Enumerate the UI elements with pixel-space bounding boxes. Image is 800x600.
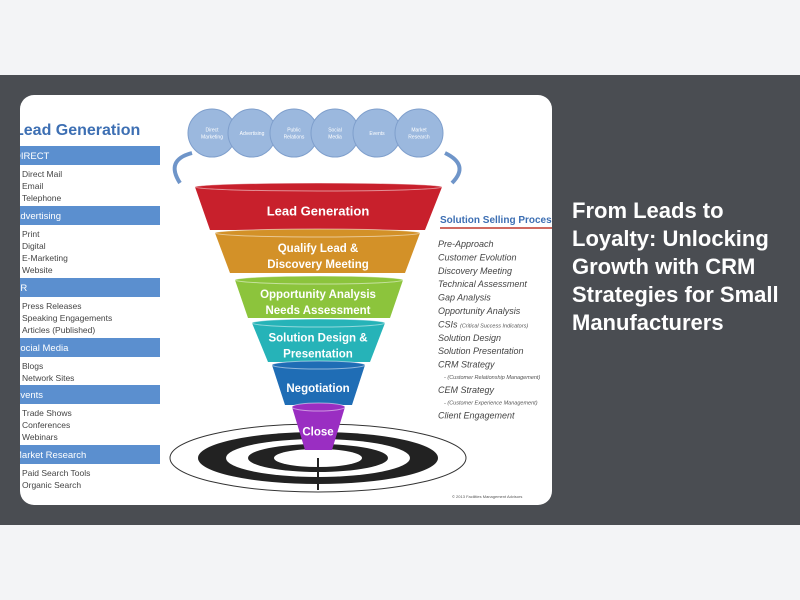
group-header-bar (20, 278, 160, 297)
group-item: Direct Mail (22, 169, 62, 179)
group-header-bar (20, 206, 160, 225)
funnel-label: Opportunity Analysis (260, 289, 376, 301)
process-item: Solution Presentation (438, 346, 524, 356)
process-item: Discovery Meeting (438, 266, 512, 276)
group-header-bar (20, 338, 160, 357)
funnel-layer (215, 233, 420, 273)
article-image: Lead GenerationDIRECTDirect MailEmailTel… (20, 95, 552, 505)
channel-label: Marketing (201, 135, 223, 141)
process-item: Gap Analysis (438, 293, 491, 303)
curve-arrow-right-icon (444, 151, 462, 185)
group-item: Speaking Engagements (22, 313, 112, 323)
group-header-bar (20, 146, 160, 165)
channel-label: Advertising (240, 131, 265, 137)
group-header: Market Research (20, 450, 86, 461)
group-header-bar (20, 445, 160, 464)
group-item: Email (22, 181, 43, 191)
funnel-layer-rim (251, 318, 386, 328)
channel-label: Research (408, 135, 430, 141)
group-header: PR (20, 283, 27, 294)
process-item: CEM Strategy (438, 385, 495, 395)
process-subitem: - (Customer Experience Management) (444, 400, 538, 406)
group-item: Organic Search (22, 480, 81, 490)
channel-label: Events (369, 131, 385, 137)
group-item: Digital (22, 241, 46, 251)
funnel-label: Close (302, 427, 333, 439)
group-item: Blogs (22, 361, 43, 371)
process-item: CRM Strategy (438, 360, 495, 370)
process-subitem: - (Customer Relationship Management) (444, 375, 540, 381)
channel-label: Relations (284, 135, 305, 141)
group-header: Social Media (20, 343, 69, 354)
funnel-layer (292, 407, 345, 450)
left-heading: Lead Generation (20, 122, 140, 139)
process-item: Opportunity Analysis (438, 306, 521, 316)
group-item: Trade Shows (22, 408, 72, 418)
copyright: © 2013 Facilities Management Advisors (452, 494, 522, 499)
group-item: Conferences (22, 420, 70, 430)
process-note: (Critical Success Indicators) (460, 323, 528, 329)
process-item: Customer Evolution (438, 252, 517, 262)
process-item: Client Engagement (438, 410, 515, 420)
channel-label: Direct (205, 128, 219, 134)
funnel-layer-rim (214, 228, 421, 238)
funnel-label: Needs Assessment (265, 305, 370, 317)
process-item: CSIs (438, 319, 458, 329)
process-item: Solution Design (438, 333, 501, 343)
funnel-label: Lead Generation (267, 204, 370, 219)
curve-arrow-left-icon (172, 151, 193, 185)
group-header: DIRECT (20, 151, 50, 162)
channel-circle (394, 108, 444, 158)
process-item: Pre-Approach (438, 239, 494, 249)
group-item: Press Releases (22, 301, 82, 311)
group-header: Advertising (20, 211, 61, 222)
funnel-layer-rim (194, 182, 443, 192)
channel-label: Market (411, 128, 427, 134)
group-item: E-Marketing (22, 253, 68, 263)
group-header-bar (20, 385, 160, 404)
funnel-label: Discovery Meeting (267, 259, 369, 271)
funnel-label: Negotiation (286, 383, 349, 395)
funnel-label: Qualify Lead & (278, 243, 359, 255)
funnel-label: Presentation (283, 349, 353, 361)
group-item: Print (22, 229, 40, 239)
funnel-label: Solution Design & (268, 333, 367, 345)
group-item: Webinars (22, 432, 58, 442)
funnel-layer-rim (291, 402, 346, 412)
channel-label: Media (328, 135, 342, 141)
group-item: Telephone (22, 193, 62, 203)
channel-label: Public (287, 128, 301, 134)
article-title: From Leads to Loyalty: Unlocking Growth … (572, 198, 779, 335)
group-item: Website (22, 265, 53, 275)
right-heading: Solution Selling Process (440, 215, 552, 226)
funnel-layer (252, 323, 385, 362)
funnel-layer (272, 365, 365, 405)
group-item: Articles (Published) (22, 325, 95, 335)
group-header: Events (20, 390, 43, 401)
funnel-layer (195, 187, 442, 230)
funnel-layer-rim (271, 360, 366, 370)
channel-label: Social (328, 128, 342, 134)
funnel-layer-rim (234, 275, 404, 285)
process-item: Technical Assessment (438, 279, 527, 289)
group-item: Network Sites (22, 373, 74, 383)
group-item: Paid Search Tools (22, 468, 90, 478)
crm-funnel-infographic: Lead GenerationDIRECTDirect MailEmailTel… (20, 108, 552, 499)
funnel-layer (235, 280, 403, 318)
